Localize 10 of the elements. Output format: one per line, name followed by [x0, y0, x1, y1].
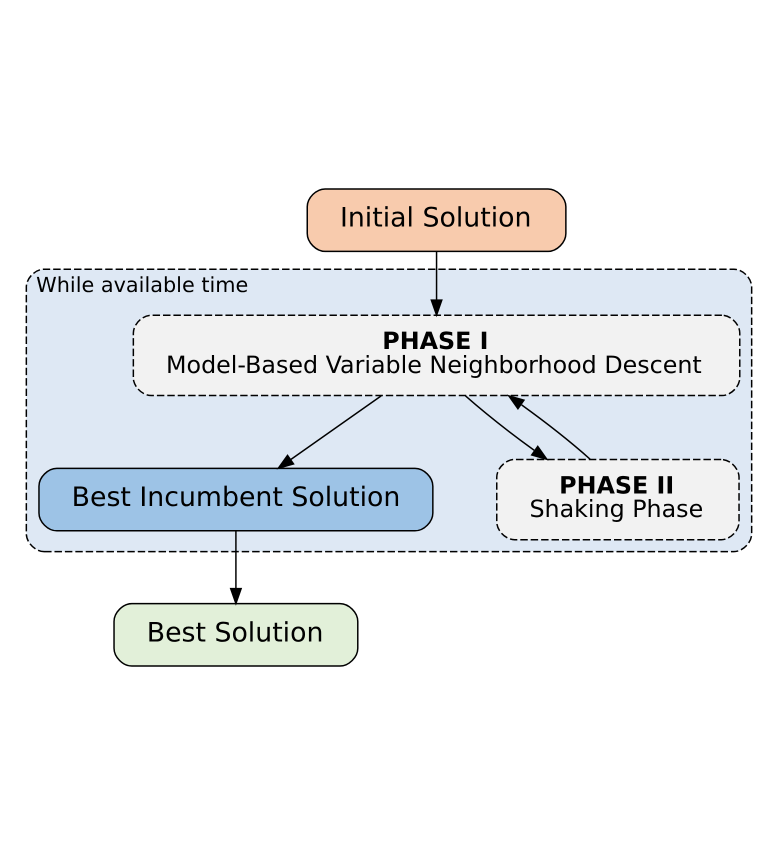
node-box: PHASE I Model-Based Variable Neighborhood Descent	[132, 314, 741, 396]
arrow	[506, 394, 591, 460]
node-box: Best Incumbent Solution	[38, 468, 434, 532]
arrow	[230, 531, 242, 606]
arrow	[276, 395, 382, 470]
node-box: PHASE II Shaking Phase	[496, 458, 740, 540]
arrow	[430, 252, 443, 318]
node-box: Initial Solution	[306, 188, 567, 252]
node-box: Best Solution	[113, 602, 359, 667]
arrow	[464, 395, 549, 461]
